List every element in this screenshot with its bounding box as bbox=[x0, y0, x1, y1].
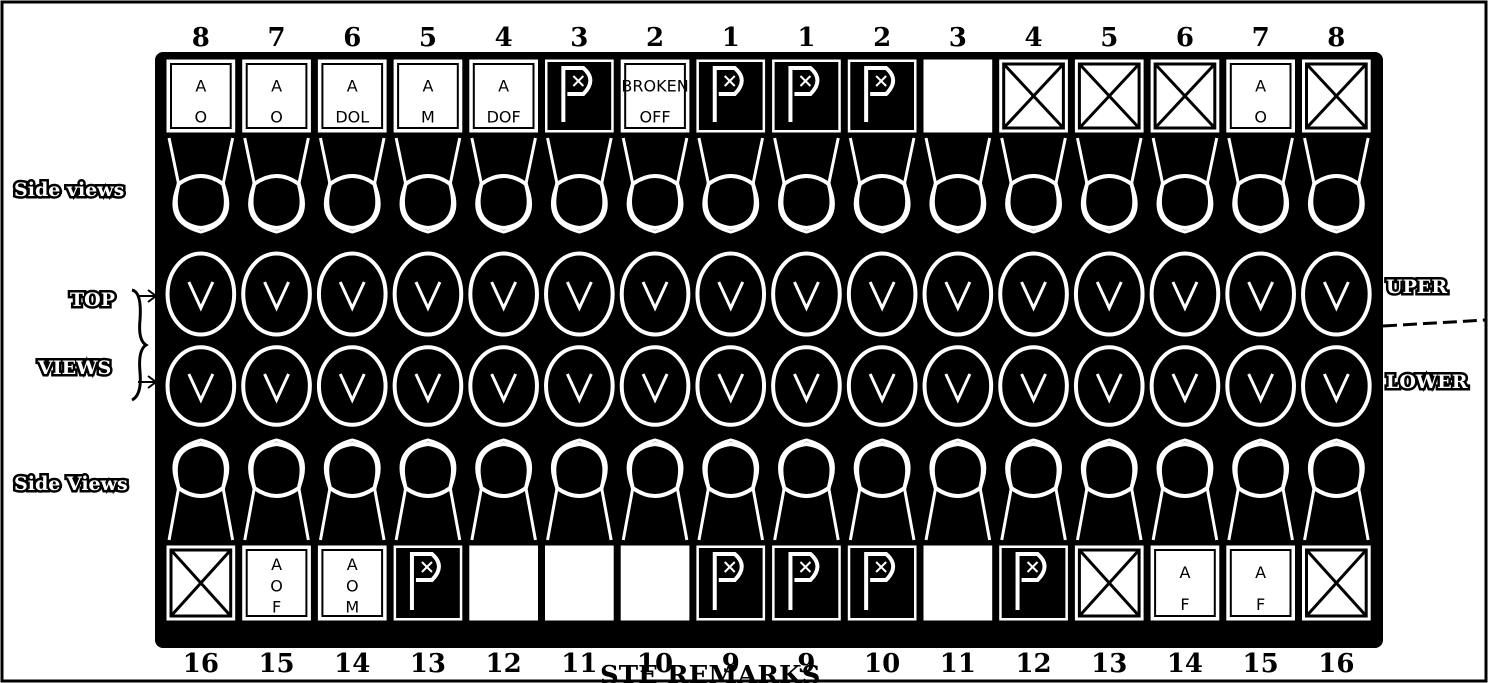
status-box bbox=[924, 546, 992, 620]
box-annotation: A bbox=[347, 76, 358, 95]
tooth-number-lower: 12 bbox=[1015, 649, 1051, 679]
status-box: A DOL bbox=[318, 60, 386, 132]
box-annotation: A bbox=[422, 76, 433, 95]
status-box bbox=[773, 60, 841, 132]
status-box bbox=[621, 546, 689, 620]
status-box: AF bbox=[1151, 546, 1219, 620]
status-box: AM bbox=[394, 60, 462, 132]
tooth-number-upper: 1 bbox=[797, 23, 815, 53]
box-annotation: OFF bbox=[640, 107, 671, 126]
box-annotation: O bbox=[270, 576, 283, 595]
tooth-number-upper: 6 bbox=[1176, 23, 1194, 53]
status-box bbox=[394, 546, 462, 620]
status-box bbox=[1000, 546, 1068, 620]
status-box: AO bbox=[243, 60, 311, 132]
box-annotation: BROKEN bbox=[621, 76, 688, 95]
status-box bbox=[1151, 60, 1219, 132]
box-annotation: A bbox=[195, 76, 206, 95]
status-box bbox=[1303, 60, 1371, 132]
tooth-number-lower: 16 bbox=[1318, 649, 1354, 679]
tooth-number-upper: 3 bbox=[949, 23, 967, 53]
bottom-remarks-text: STE REMARKS bbox=[600, 661, 820, 683]
box-annotation: O bbox=[346, 576, 359, 595]
upper-lower-divider bbox=[1383, 320, 1486, 326]
status-box bbox=[546, 546, 614, 620]
box-annotation: F bbox=[1256, 595, 1265, 614]
box-annotation: O bbox=[195, 107, 208, 126]
box-annotation: O bbox=[270, 107, 283, 126]
tooth-number-upper: 6 bbox=[343, 23, 361, 53]
box-annotation: DOF bbox=[487, 107, 521, 126]
label-lower: LOWER bbox=[1386, 371, 1468, 393]
box-annotation: A bbox=[1179, 563, 1190, 582]
tooth-number-upper: 1 bbox=[722, 23, 740, 53]
box-annotation: A bbox=[271, 555, 282, 574]
box-annotation: M bbox=[345, 598, 359, 617]
tooth-number-upper: 8 bbox=[1327, 23, 1345, 53]
tooth-number-lower: 15 bbox=[258, 649, 294, 679]
box-annotation: M bbox=[421, 107, 435, 126]
tooth-number-upper: 4 bbox=[1025, 23, 1043, 53]
status-box bbox=[1303, 546, 1371, 620]
box-annotation: A bbox=[1255, 563, 1266, 582]
tooth-number-upper: 4 bbox=[495, 23, 513, 53]
tooth-number-lower: 13 bbox=[410, 649, 446, 679]
tooth-number-lower: 15 bbox=[1243, 649, 1279, 679]
status-box: AOF bbox=[243, 546, 311, 620]
status-box: A DOF bbox=[470, 60, 538, 132]
status-box: AO bbox=[1227, 60, 1295, 132]
status-box bbox=[697, 60, 765, 132]
label-views: VIEWS bbox=[37, 357, 111, 379]
status-box bbox=[848, 60, 916, 132]
tooth-number-lower: 16 bbox=[183, 649, 219, 679]
tooth-number-lower: 11 bbox=[940, 649, 976, 679]
tooth-number-upper: 8 bbox=[192, 23, 210, 53]
status-box bbox=[924, 60, 992, 132]
tooth-number-lower: 14 bbox=[1167, 649, 1203, 679]
box-annotation: F bbox=[1180, 595, 1189, 614]
label-upper: UPER bbox=[1386, 276, 1447, 298]
status-box bbox=[470, 546, 538, 620]
tooth-number-lower: 10 bbox=[864, 649, 900, 679]
status-box: AF bbox=[1227, 546, 1295, 620]
status-box bbox=[1000, 60, 1068, 132]
box-annotation: A bbox=[271, 76, 282, 95]
status-box bbox=[1075, 546, 1143, 620]
tooth-number-upper: 3 bbox=[570, 23, 588, 53]
status-box bbox=[848, 546, 916, 620]
tooth-number-upper: 2 bbox=[646, 23, 664, 53]
label-top: TOP bbox=[70, 289, 115, 311]
status-box bbox=[1075, 60, 1143, 132]
tooth-number-lower: 14 bbox=[334, 649, 370, 679]
status-box bbox=[167, 546, 235, 620]
status-box: AO bbox=[167, 60, 235, 132]
tooth-number-upper: 7 bbox=[1252, 23, 1270, 53]
tooth-number-lower: 13 bbox=[1091, 649, 1127, 679]
status-box: AOM bbox=[318, 546, 386, 620]
status-box bbox=[773, 546, 841, 620]
tooth-number-upper: 7 bbox=[268, 23, 286, 53]
status-box bbox=[697, 546, 765, 620]
box-annotation: O bbox=[1254, 107, 1267, 126]
tooth-number-upper: 2 bbox=[873, 23, 891, 53]
box-annotation: DOL bbox=[335, 107, 369, 126]
status-box bbox=[546, 60, 614, 132]
tooth-number-lower: 11 bbox=[561, 649, 597, 679]
tooth-number-upper: 5 bbox=[419, 23, 437, 53]
box-annotation: F bbox=[272, 598, 281, 617]
views-bracket bbox=[132, 290, 146, 400]
tooth-number-upper: 5 bbox=[1100, 23, 1118, 53]
box-annotation: A bbox=[347, 555, 358, 574]
tooth-number-lower: 12 bbox=[486, 649, 522, 679]
label-side-views-lower: Side Views bbox=[14, 473, 128, 495]
status-box: BROKEN OFF bbox=[621, 60, 689, 132]
box-annotation: A bbox=[498, 76, 509, 95]
label-side-views-upper: Side views bbox=[14, 179, 124, 201]
box-annotation: A bbox=[1255, 76, 1266, 95]
